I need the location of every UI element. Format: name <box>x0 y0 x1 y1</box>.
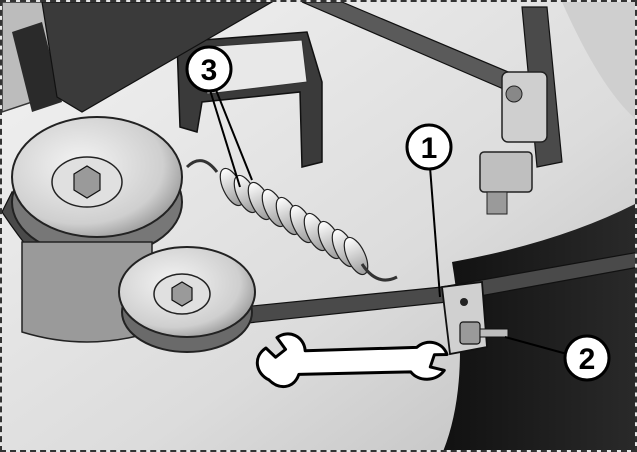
leader-line-2 <box>504 336 568 355</box>
rod-bolt <box>505 85 523 103</box>
wrench-icon <box>255 332 449 388</box>
leader-line-3a <box>209 89 241 188</box>
rod-bracket <box>501 71 548 143</box>
threaded-nut <box>479 151 533 193</box>
leader-line-1 <box>429 166 441 298</box>
left-pulley-nut <box>73 165 101 199</box>
callout-1-label: 1 <box>421 132 438 165</box>
callout-1: 1 <box>405 123 453 171</box>
upper-right-panel <box>562 2 635 119</box>
leader-line-3b <box>215 89 253 181</box>
upper-belt <box>41 2 274 113</box>
idler-pulley-nut <box>171 281 193 307</box>
callout-2: 2 <box>563 334 611 382</box>
callout-3: 3 <box>185 45 233 93</box>
housing-slot <box>12 22 62 112</box>
threaded-end <box>486 191 508 215</box>
callout-2-label: 2 <box>579 343 596 376</box>
guide-hole <box>460 298 468 306</box>
callout-3-label: 3 <box>201 54 218 87</box>
adjusting-bolt <box>459 321 509 345</box>
